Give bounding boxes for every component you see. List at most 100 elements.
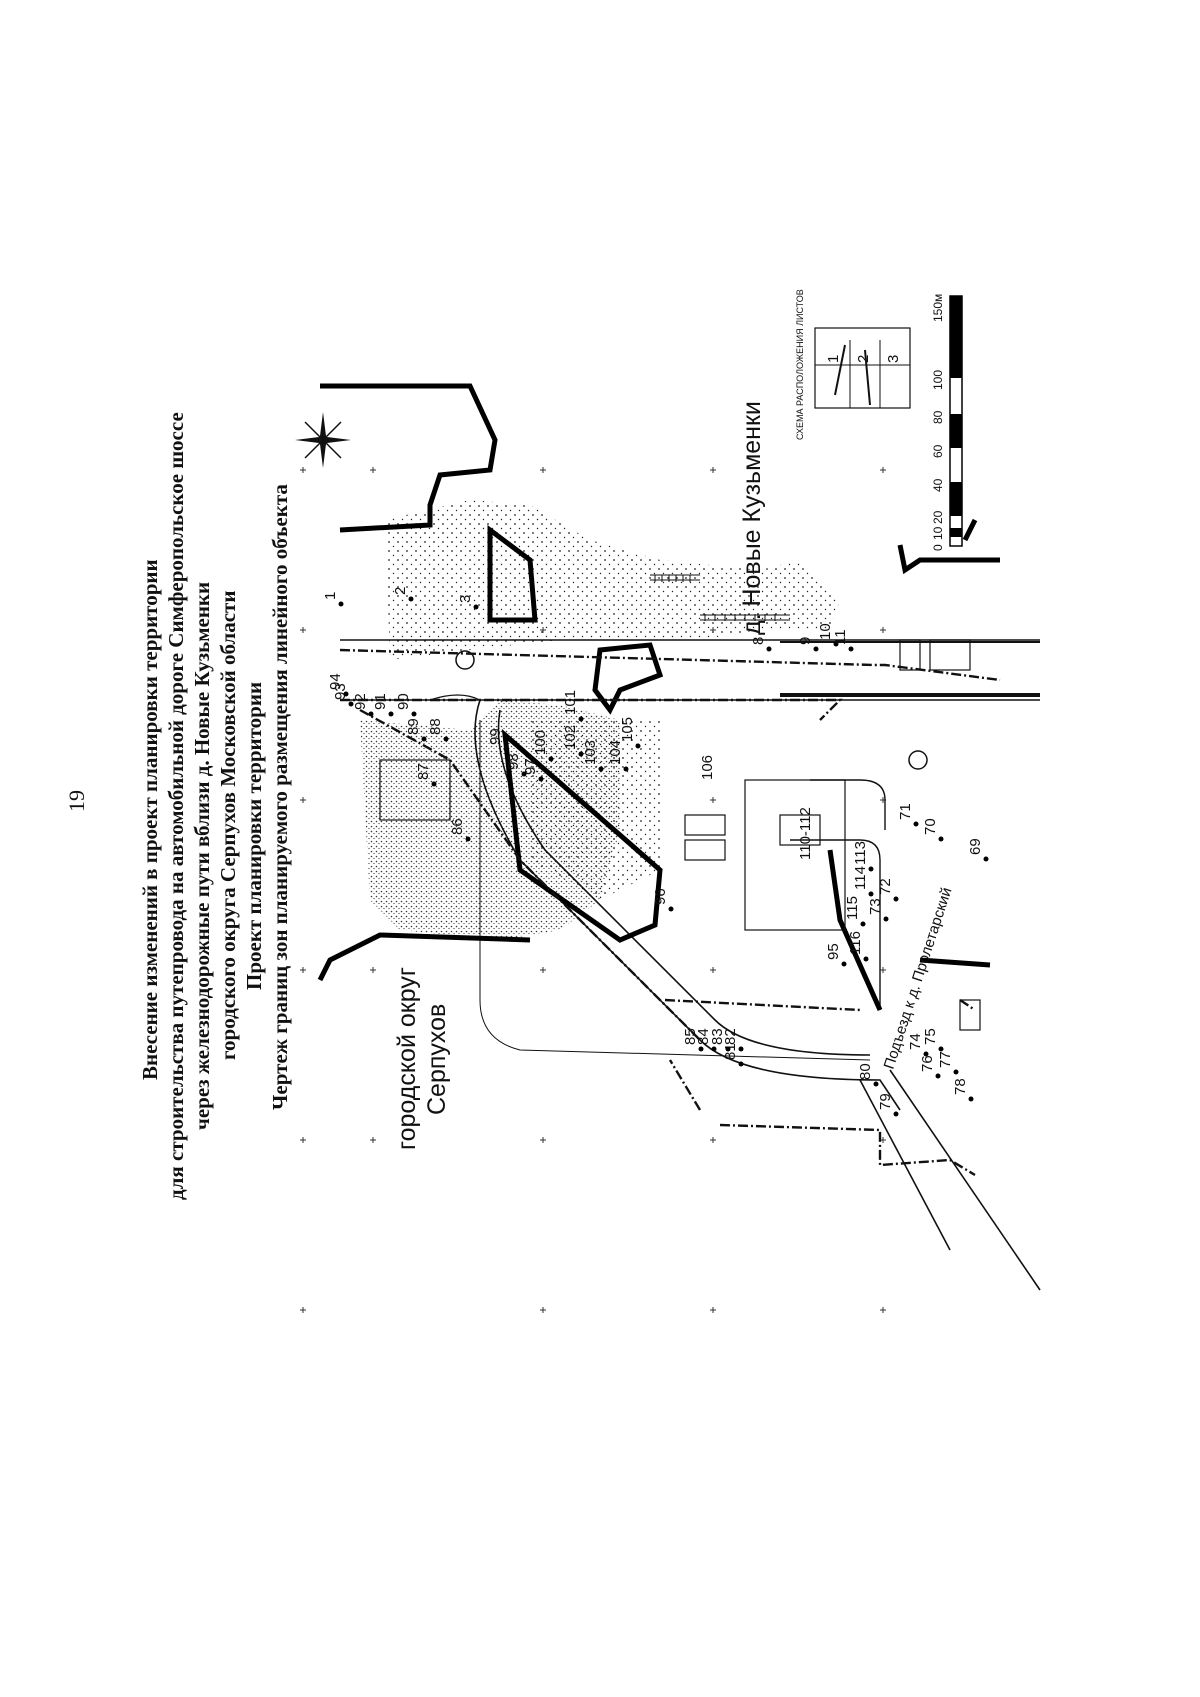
boundary-point-1: 1	[322, 592, 344, 607]
boundary-point-label: 92	[352, 693, 369, 710]
boundary-point-115: 115	[844, 896, 866, 927]
boundary-point-label: 114	[852, 866, 869, 890]
boundary-point-label: 99	[487, 728, 504, 745]
boundary-point-label: 11	[832, 629, 849, 645]
boundary-point-marker	[421, 736, 427, 742]
boundary-point-marker	[883, 916, 889, 922]
boundary-point-marker	[538, 776, 544, 782]
boundary-point-label: 86	[449, 818, 466, 835]
village-label: д. Новые Кузьменки	[738, 401, 766, 635]
boundary-point-marker	[953, 1069, 959, 1075]
boundary-point-marker	[841, 961, 847, 967]
boundary-point-label: 90	[395, 693, 412, 710]
boundary-point-marker	[431, 781, 437, 787]
boundary-point-70: 70	[922, 818, 944, 842]
scheme-title: СХЕМА РАСПОЛОЖЕНИЯ ЛИСТОВ	[795, 289, 805, 440]
boundary-point-label: 88	[427, 718, 444, 735]
boundary-point-marker	[368, 711, 374, 717]
area-label-110-112: 110-112	[797, 807, 814, 860]
boundary-point-label: 101	[562, 690, 579, 715]
boundary-point-97: 97	[522, 758, 544, 782]
boundary-point-marker	[408, 596, 414, 602]
boundary-point-marker	[813, 646, 819, 652]
boundary-point-78: 78	[952, 1078, 974, 1102]
boundary-point-114: 114	[852, 866, 874, 897]
boundary-point-marker	[738, 1061, 744, 1067]
boundary-point-label: 2	[392, 587, 409, 595]
scale-tick-80: 80	[931, 410, 945, 424]
boundary-point-marker	[893, 896, 899, 902]
boundary-point-marker	[868, 891, 874, 897]
boundary-point-label: 8	[750, 637, 767, 645]
sheet-number-2: 2	[855, 355, 872, 363]
boundary-point-label: 102	[562, 725, 579, 750]
boundary-point-85: 85	[682, 1028, 704, 1052]
boundary-point-label: 78	[952, 1078, 969, 1095]
boundary-point-89: 89	[405, 718, 427, 742]
area-label-106: 106	[699, 755, 716, 780]
boundary-point-label: 84	[695, 1028, 712, 1045]
boundary-point-label: 79	[877, 1093, 894, 1110]
sheet-number-1: 1	[825, 355, 842, 363]
boundary-point-marker	[935, 1073, 941, 1079]
boundary-point-marker	[698, 1046, 704, 1052]
boundary-point-marker	[521, 771, 527, 777]
boundary-point-103: 103	[582, 740, 604, 772]
boundary-point-label: 3	[457, 595, 474, 603]
boundary-point-3: 3	[457, 595, 479, 610]
boundary-point-92: 92	[352, 693, 374, 717]
boundary-point-label: 96	[652, 888, 669, 905]
boundary-point-label: 91	[372, 693, 389, 710]
scale-tick-20: 20	[931, 510, 945, 524]
sheet-number-3: 3	[885, 355, 902, 363]
buildings	[379, 639, 981, 1031]
boundary-point-label: 73	[867, 898, 884, 915]
railway-embankment	[650, 574, 790, 621]
boundary-point-104: 104	[607, 740, 629, 772]
boundary-point-label: 76	[919, 1055, 936, 1072]
boundary-point-label: 115	[844, 896, 861, 920]
road-sign-icon	[908, 750, 928, 770]
boundary-point-102: 102	[562, 725, 584, 757]
boundary-point-marker	[668, 906, 674, 912]
boundary-point-marker	[711, 1046, 717, 1052]
boundary-point-marker	[938, 836, 944, 842]
boundary-point-105: 105	[619, 717, 641, 749]
boundary-point-marker	[465, 836, 471, 842]
scale-tick-10: 10	[931, 526, 945, 540]
boundary-point-marker	[863, 956, 869, 962]
lot-boundaries	[339, 648, 1001, 1177]
boundary-point-84: 84	[695, 1028, 717, 1052]
boundary-point-marker	[443, 736, 449, 742]
scale-tick-0: 0	[931, 544, 945, 551]
boundary-point-98: 98	[505, 753, 527, 777]
boundary-point-99: 99	[487, 728, 509, 752]
boundary-point-label: 113	[852, 841, 869, 865]
boundary-point-marker	[938, 1046, 944, 1052]
boundary-point-90: 90	[395, 693, 417, 717]
boundary-point-76: 76	[919, 1055, 941, 1079]
boundary-point-marker	[725, 1046, 731, 1052]
boundary-point-label: 82	[722, 1028, 739, 1045]
boundary-point-marker	[473, 604, 479, 610]
boundary-point-label: 77	[937, 1051, 954, 1068]
boundary-point-label: 104	[607, 740, 624, 765]
boundary-point-marker	[923, 1051, 929, 1057]
boundary-point-marker	[766, 646, 772, 652]
boundary-point-marker	[503, 746, 509, 752]
scale-bar: 0 10 20 40 60 80 100 150м	[931, 294, 963, 551]
sheet-layout-scheme: СХЕМА РАСПОЛОЖЕНИЯ ЛИСТОВ 1 2 3	[795, 289, 911, 440]
coordinate-grid	[300, 467, 886, 1313]
boundary-point-83: 83	[709, 1028, 731, 1052]
boundary-point-label: 83	[709, 1028, 726, 1045]
boundary-point-88: 88	[427, 718, 449, 742]
boundary-point-marker	[873, 1081, 879, 1087]
boundary-point-marker	[338, 601, 344, 607]
boundary-point-116: 116	[847, 931, 869, 962]
boundary-point-marker	[411, 711, 417, 717]
boundary-point-marker	[635, 743, 641, 749]
boundary-point-96: 96	[652, 888, 674, 912]
boundary-point-label: 70	[922, 818, 939, 835]
boundary-point-8: 8	[750, 637, 772, 652]
